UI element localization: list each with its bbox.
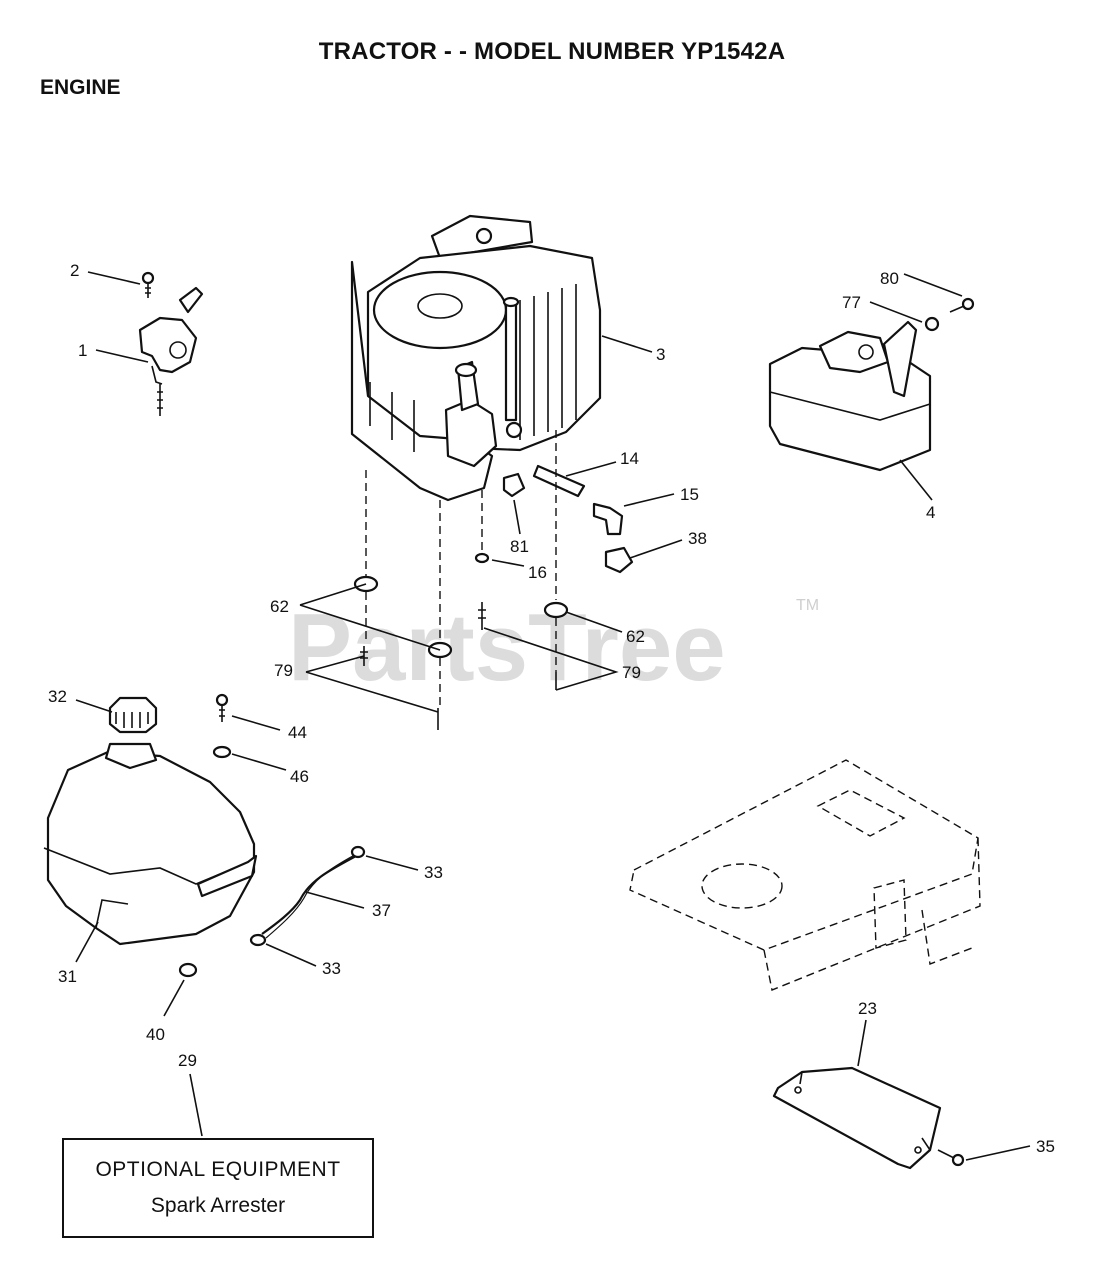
section-heading: ENGINE: [40, 76, 121, 99]
frame-reference-outline: [629, 759, 981, 991]
optional-equipment-item: Spark Arrester: [150, 1194, 286, 1217]
callout-46: 46: [290, 767, 309, 786]
washer-part-77[interactable]: [924, 316, 940, 332]
elbow-part-15[interactable]: [592, 502, 624, 536]
callout-38: 38: [688, 529, 707, 548]
callout-40: 40: [146, 1025, 165, 1044]
callout-62-right: 62: [626, 627, 645, 646]
washer-part-16[interactable]: [474, 552, 490, 564]
callout-14: 14: [620, 449, 639, 468]
callout-16: 16: [528, 563, 547, 582]
callout-1: 1: [78, 341, 87, 360]
callout-37: 37: [372, 901, 391, 920]
callout-33-top: 33: [424, 863, 443, 882]
callout-3: 3: [656, 345, 665, 364]
callout-29: 29: [178, 1051, 197, 1070]
nut-part-40[interactable]: [178, 962, 198, 978]
callout-4: 4: [926, 503, 935, 522]
callout-15: 15: [680, 485, 699, 504]
throttle-control-part[interactable]: [138, 286, 204, 416]
callout-77: 77: [842, 293, 861, 312]
page-title: TRACTOR - - MODEL NUMBER YP1542A: [318, 38, 786, 65]
nut-part-81[interactable]: [502, 472, 526, 498]
watermark-trademark: TM: [796, 597, 819, 614]
callout-79-right: 79: [622, 663, 641, 682]
nut-part-38[interactable]: [604, 546, 634, 574]
clamp-part-33-bottom[interactable]: [249, 933, 267, 947]
callout-31: 31: [58, 967, 77, 986]
heat-shield-part[interactable]: [772, 1066, 942, 1170]
callout-79-left: 79: [274, 661, 293, 680]
fuel-fitting-part-14[interactable]: [532, 464, 586, 498]
callout-23: 23: [858, 999, 877, 1018]
bolt-part-80[interactable]: [949, 297, 975, 313]
callout-35: 35: [1036, 1137, 1055, 1156]
watermark-text: PartsTree: [288, 594, 726, 701]
washer-part-46[interactable]: [212, 745, 232, 759]
fuel-line-part[interactable]: [261, 851, 361, 939]
callout-81: 81: [510, 537, 529, 556]
screw-part-44[interactable]: [215, 693, 229, 722]
callout-62-left: 62: [270, 597, 289, 616]
optional-equipment-heading: OPTIONAL EQUIPMENT: [95, 1158, 341, 1181]
leader-lines: [75, 271, 1031, 1161]
callout-33-bottom: 33: [322, 959, 341, 978]
washer-part-62-right[interactable]: [543, 601, 569, 619]
callout-80: 80: [880, 269, 899, 288]
callout-2: 2: [70, 261, 79, 280]
optional-equipment-box: OPTIONAL EQUIPMENT Spark Arrester: [62, 1138, 374, 1238]
callout-32: 32: [48, 687, 67, 706]
engine-part[interactable]: [350, 214, 602, 502]
bolt-part-79[interactable]: [360, 602, 557, 730]
muffler-part[interactable]: [768, 320, 932, 472]
screw-part-2[interactable]: [141, 271, 155, 298]
fuel-cap-part[interactable]: [108, 696, 158, 734]
clamp-part-33-top[interactable]: [350, 845, 366, 859]
callout-44: 44: [288, 723, 307, 742]
fuel-tank-part[interactable]: [43, 742, 258, 946]
screw-part-35[interactable]: [937, 1149, 965, 1167]
